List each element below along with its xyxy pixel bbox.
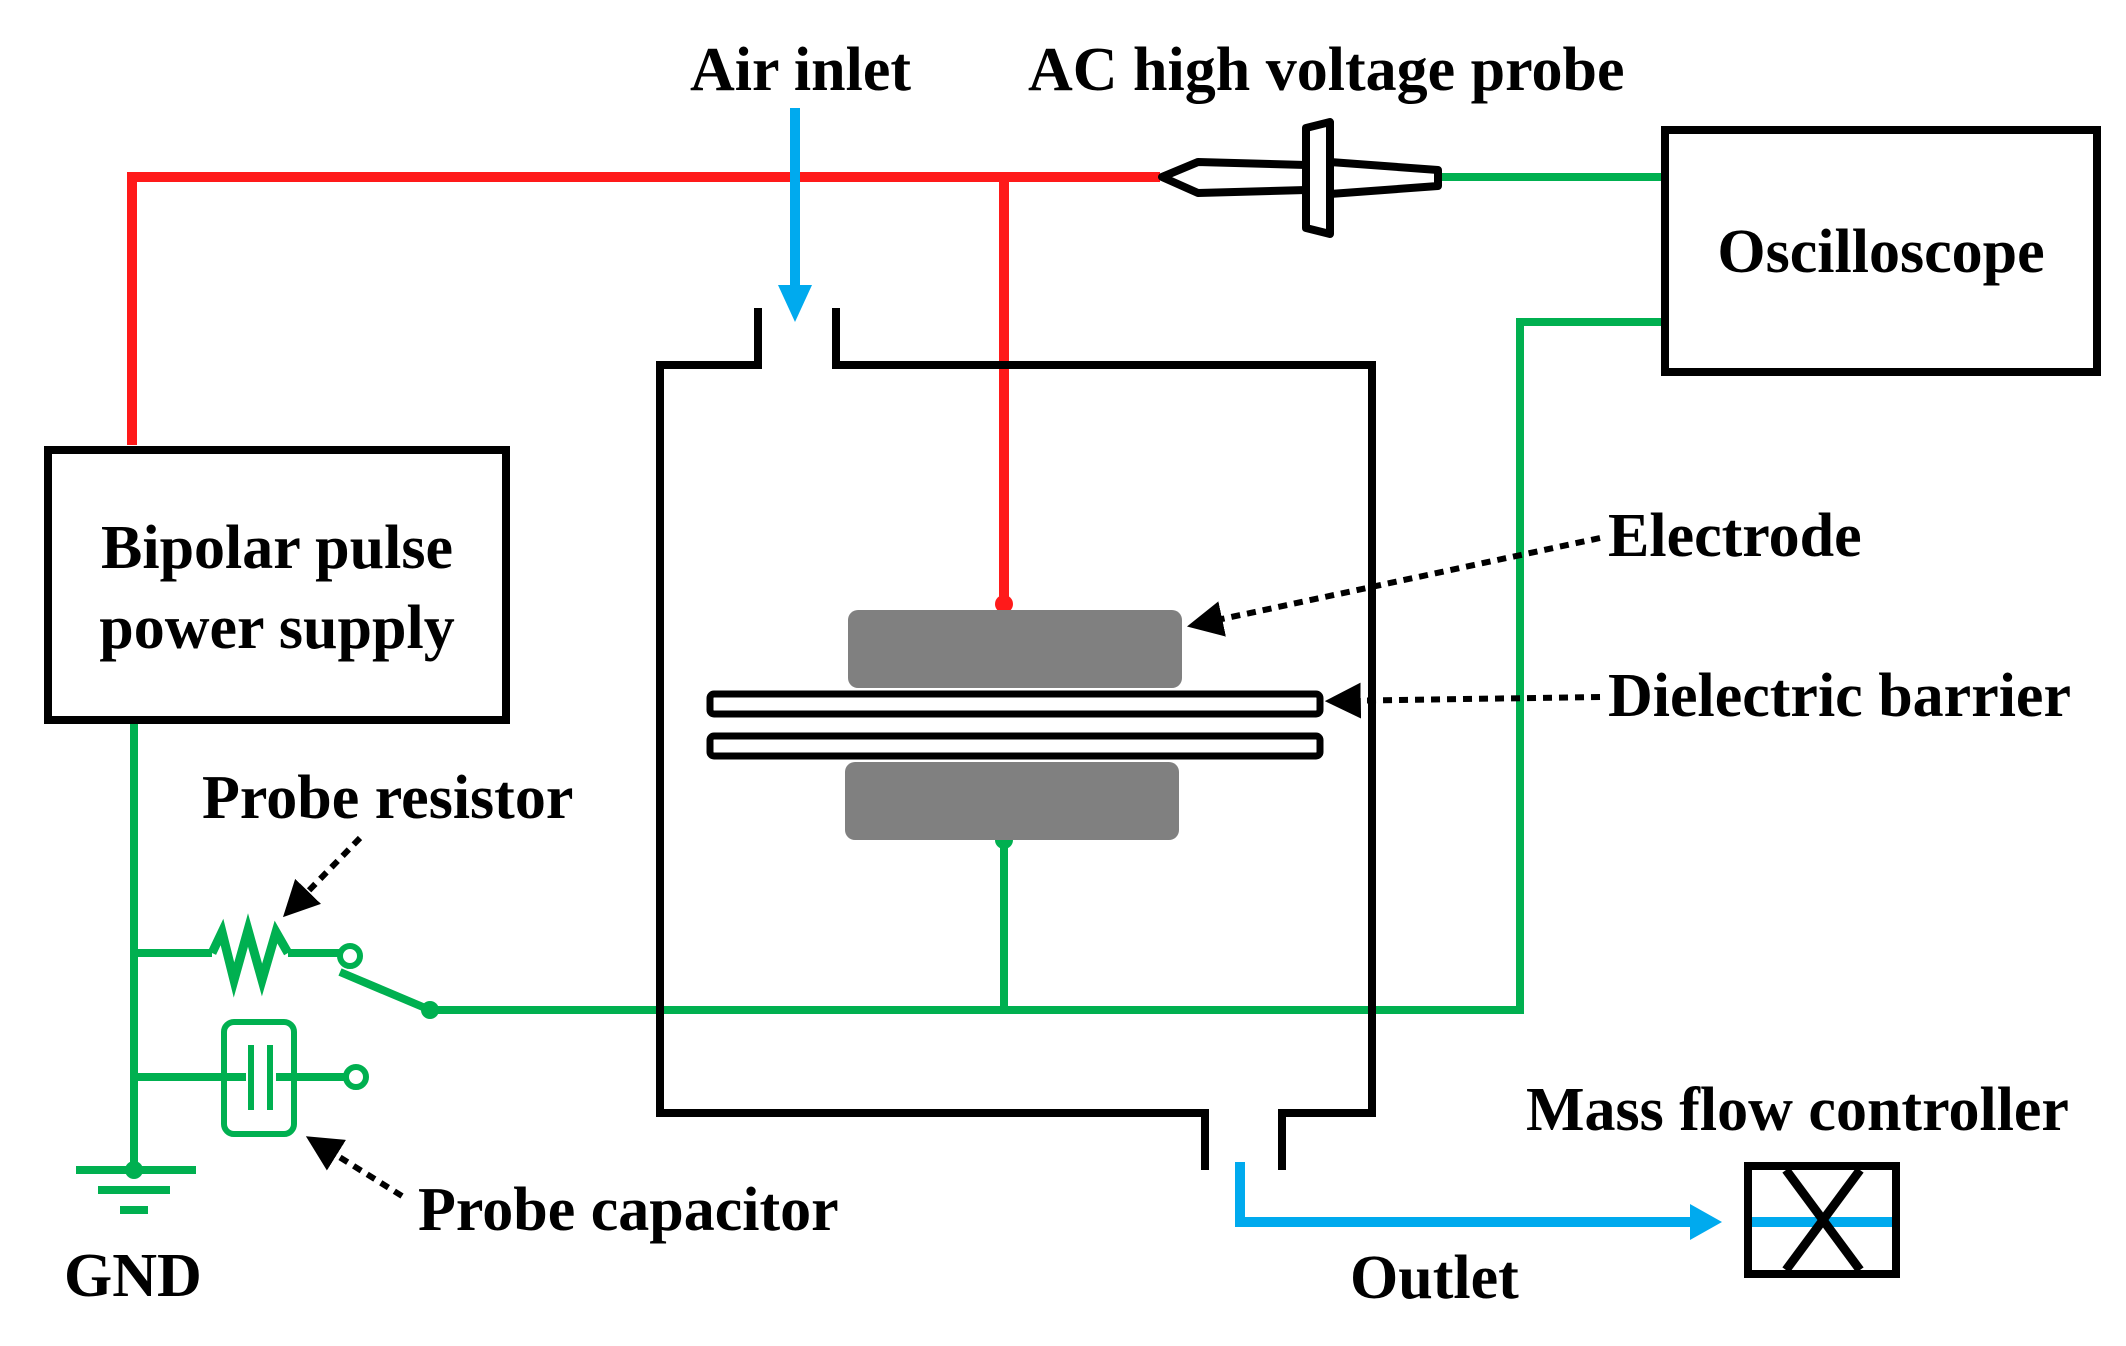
power-supply-label-line1: Bipolar pulse xyxy=(101,514,453,582)
probe-resistor-pointer xyxy=(282,835,363,918)
air-inlet-label: Air inlet xyxy=(690,36,911,104)
chamber-outline-left xyxy=(656,308,1209,1170)
power-supply-box xyxy=(44,446,510,724)
bottom-electrode xyxy=(845,762,1179,840)
ac-hv-probe xyxy=(1158,118,1442,238)
label-pointers xyxy=(282,535,1601,1199)
probe-tip xyxy=(1158,158,1310,197)
selector-switch-blade xyxy=(338,968,432,1014)
electrode-label: Electrode xyxy=(1608,502,1862,570)
probe-capacitor-pointer xyxy=(305,1136,404,1199)
capacitor-switch-terminal xyxy=(343,1064,369,1090)
oscilloscope-to-measurement-wire xyxy=(1004,318,1662,1014)
top-electrode xyxy=(848,610,1182,688)
hv-electrode-contact xyxy=(995,595,1013,613)
reactor-chamber xyxy=(656,308,1376,1170)
hv-probe-label: AC high voltage probe xyxy=(1028,36,1625,104)
gnd-label: GND xyxy=(64,1242,202,1310)
dielectric-pointer xyxy=(1324,682,1601,719)
probe-capacitor-label: Probe capacitor xyxy=(418,1176,839,1244)
air-inlet-arrowhead xyxy=(778,285,812,322)
mfc-cross-2 xyxy=(1782,1167,1864,1273)
oscilloscope-box xyxy=(1661,126,2101,376)
mass-flow-controller-symbol xyxy=(1744,1162,1900,1278)
switch-pivot xyxy=(421,1001,439,1019)
outlet-arrowhead xyxy=(1690,1204,1722,1240)
ground-wires xyxy=(76,173,1662,1214)
gas-flow xyxy=(790,108,1695,1227)
mass-flow-controller-label: Mass flow controller xyxy=(1526,1076,2069,1144)
hv-wire-supply-to-probe xyxy=(127,172,1160,445)
probe-capacitor-body xyxy=(221,1019,297,1137)
electrode-pointer xyxy=(1186,535,1601,637)
resistor-switch-terminal xyxy=(337,943,363,969)
probe-resistor-zigzag xyxy=(207,913,292,998)
dielectric-barrier-top xyxy=(706,690,1324,718)
ground-junction xyxy=(125,1161,143,1179)
power-supply-label-line2: power supply xyxy=(99,594,454,662)
dielectric-barrier-bottom xyxy=(706,732,1324,760)
dielectric-barrier-label: Dielectric barrier xyxy=(1608,662,2071,730)
oscilloscope-label: Oscilloscope xyxy=(1717,218,2044,286)
probe-guard xyxy=(1302,118,1334,238)
hv-wires xyxy=(127,172,1160,604)
probe-resistor-label: Probe resistor xyxy=(202,764,573,832)
probe-handle xyxy=(1326,158,1442,198)
outlet-arrow-shaft xyxy=(1235,1162,1695,1227)
outlet-label: Outlet xyxy=(1350,1244,1519,1312)
chamber-outline-right xyxy=(832,308,1376,1170)
